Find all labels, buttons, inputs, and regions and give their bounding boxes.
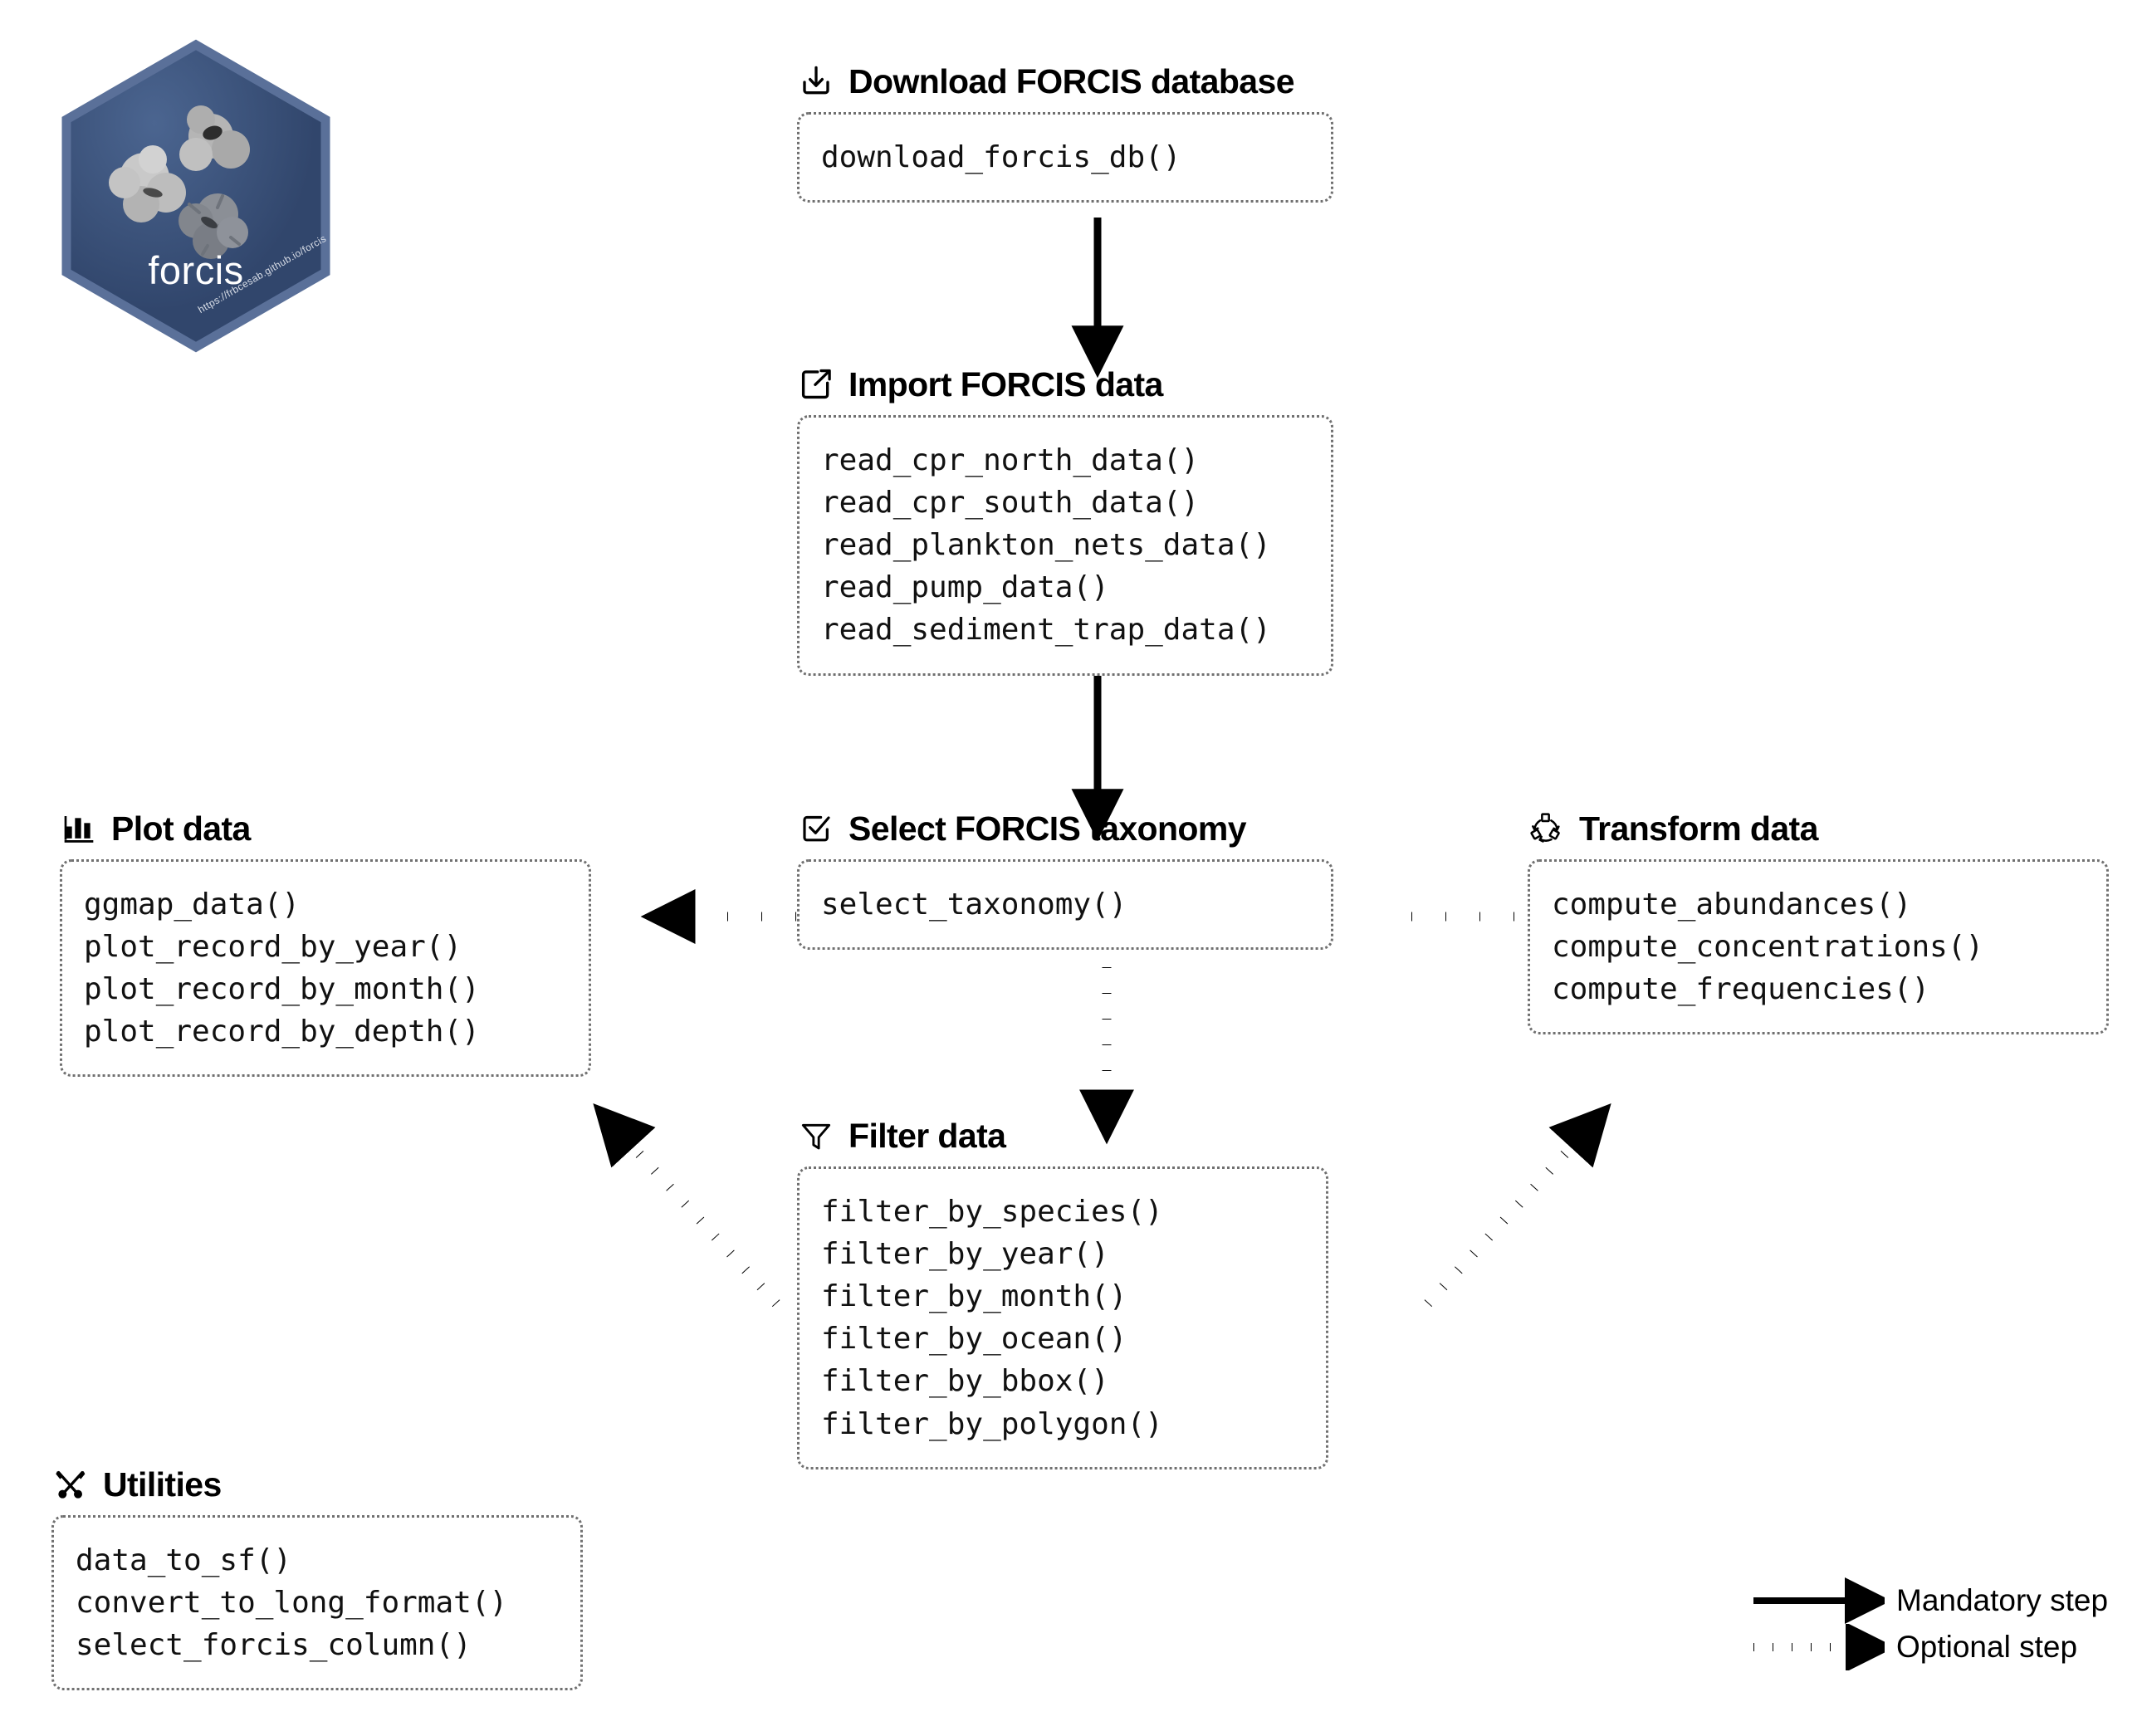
node-title-download: Download FORCIS database — [848, 61, 1295, 100]
function-name: filter_by_month() — [821, 1279, 1127, 1314]
node-header-plot: Plot data — [60, 809, 641, 848]
recycle-cycle-icon — [1528, 809, 1566, 848]
function-name: ggmap_data() — [84, 888, 301, 922]
node-header-import: Import FORCIS data — [797, 365, 1378, 403]
hexagon-shape — [61, 39, 330, 353]
function-name: read_cpr_south_data() — [821, 486, 1200, 521]
node-utilities: Utilities data_to_sf() convert_to_long_f… — [51, 1465, 633, 1691]
legend-row-mandatory: Mandatory step — [1752, 1577, 2134, 1624]
node-title-import: Import FORCIS data — [848, 364, 1163, 403]
function-box-download: download_forcis_db() — [797, 112, 1333, 203]
function-name: download_forcis_db() — [821, 140, 1181, 174]
function-box-plot: ggmap_data() plot_record_by_year() plot_… — [60, 859, 591, 1078]
function-name: filter_by_year() — [821, 1237, 1109, 1272]
function-name: read_plankton_nets_data() — [821, 528, 1271, 563]
node-select-forcis-taxonomy: Select FORCIS taxonomy select_taxonomy() — [797, 809, 1378, 951]
forcis-hex-logo: forcis https://frbcesab.github.io/forcis — [55, 38, 337, 354]
function-box-utilities: data_to_sf() convert_to_long_format() se… — [51, 1515, 583, 1691]
dotted-arrow-icon — [1752, 1622, 1895, 1672]
download-icon — [797, 62, 835, 100]
arrow-filter-to-plot — [593, 1103, 780, 1308]
legend-row-optional: Optional step — [1752, 1622, 2134, 1672]
legend-label-mandatory: Mandatory step — [1896, 1583, 2109, 1617]
legend-label-optional: Optional step — [1896, 1630, 2078, 1664]
function-name: compute_concentrations() — [1552, 930, 1984, 965]
function-name: filter_by_bbox() — [821, 1364, 1109, 1399]
node-title-plot: Plot data — [111, 809, 251, 848]
function-box-transform: compute_abundances() compute_concentrati… — [1528, 859, 2109, 1035]
node-import-forcis-data: Import FORCIS data read_cpr_north_data()… — [797, 365, 1378, 676]
node-header-download: Download FORCIS database — [797, 62, 1378, 100]
function-box-taxonomy: select_taxonomy() — [797, 859, 1333, 951]
function-name: select_taxonomy() — [821, 888, 1127, 922]
function-box-import: read_cpr_north_data() read_cpr_south_dat… — [797, 415, 1333, 676]
function-name: filter_by_species() — [821, 1195, 1163, 1229]
funnel-icon — [797, 1117, 835, 1155]
function-name: read_pump_data() — [821, 570, 1109, 605]
function-name: plot_record_by_year() — [84, 930, 462, 965]
node-transform-data: Transform data compute_abundances() comp… — [1528, 809, 2125, 1035]
function-name: compute_abundances() — [1552, 888, 1912, 922]
function-name: select_forcis_column() — [76, 1628, 472, 1663]
node-header-utilities: Utilities — [51, 1465, 633, 1504]
node-title-transform: Transform data — [1579, 809, 1818, 848]
arrow-filter-to-transform — [1424, 1103, 1611, 1308]
function-name: read_sediment_trap_data() — [821, 613, 1271, 648]
function-box-filter: filter_by_species() filter_by_year() fil… — [797, 1166, 1328, 1469]
node-title-taxonomy: Select FORCIS taxonomy — [848, 809, 1247, 848]
function-name: filter_by_ocean() — [821, 1322, 1127, 1357]
function-name: plot_record_by_month() — [84, 972, 480, 1007]
node-title-utilities: Utilities — [103, 1465, 222, 1504]
import-icon — [797, 365, 835, 403]
node-header-taxonomy: Select FORCIS taxonomy — [797, 809, 1378, 848]
node-plot-data: Plot data ggmap_data() plot_record_by_ye… — [60, 809, 641, 1078]
function-name: plot_record_by_depth() — [84, 1015, 480, 1049]
solid-arrow-icon — [1752, 1577, 1891, 1624]
node-download-forcis-database: Download FORCIS database download_forcis… — [797, 62, 1378, 203]
tools-icon — [51, 1465, 90, 1504]
checkbox-checked-icon — [797, 809, 835, 848]
function-name: convert_to_long_format() — [76, 1586, 508, 1621]
node-title-filter: Filter data — [848, 1116, 1006, 1155]
function-name: filter_by_polygon() — [821, 1406, 1163, 1441]
bar-chart-icon — [60, 809, 98, 848]
node-filter-data: Filter data filter_by_species() filter_b… — [797, 1117, 1378, 1469]
function-name: data_to_sf() — [76, 1543, 292, 1577]
function-name: read_cpr_north_data() — [821, 443, 1200, 477]
node-header-filter: Filter data — [797, 1117, 1378, 1155]
legend: Mandatory step Optional step — [1752, 1577, 2134, 1672]
node-header-transform: Transform data — [1528, 809, 2125, 848]
function-name: compute_frequencies() — [1552, 972, 1930, 1007]
